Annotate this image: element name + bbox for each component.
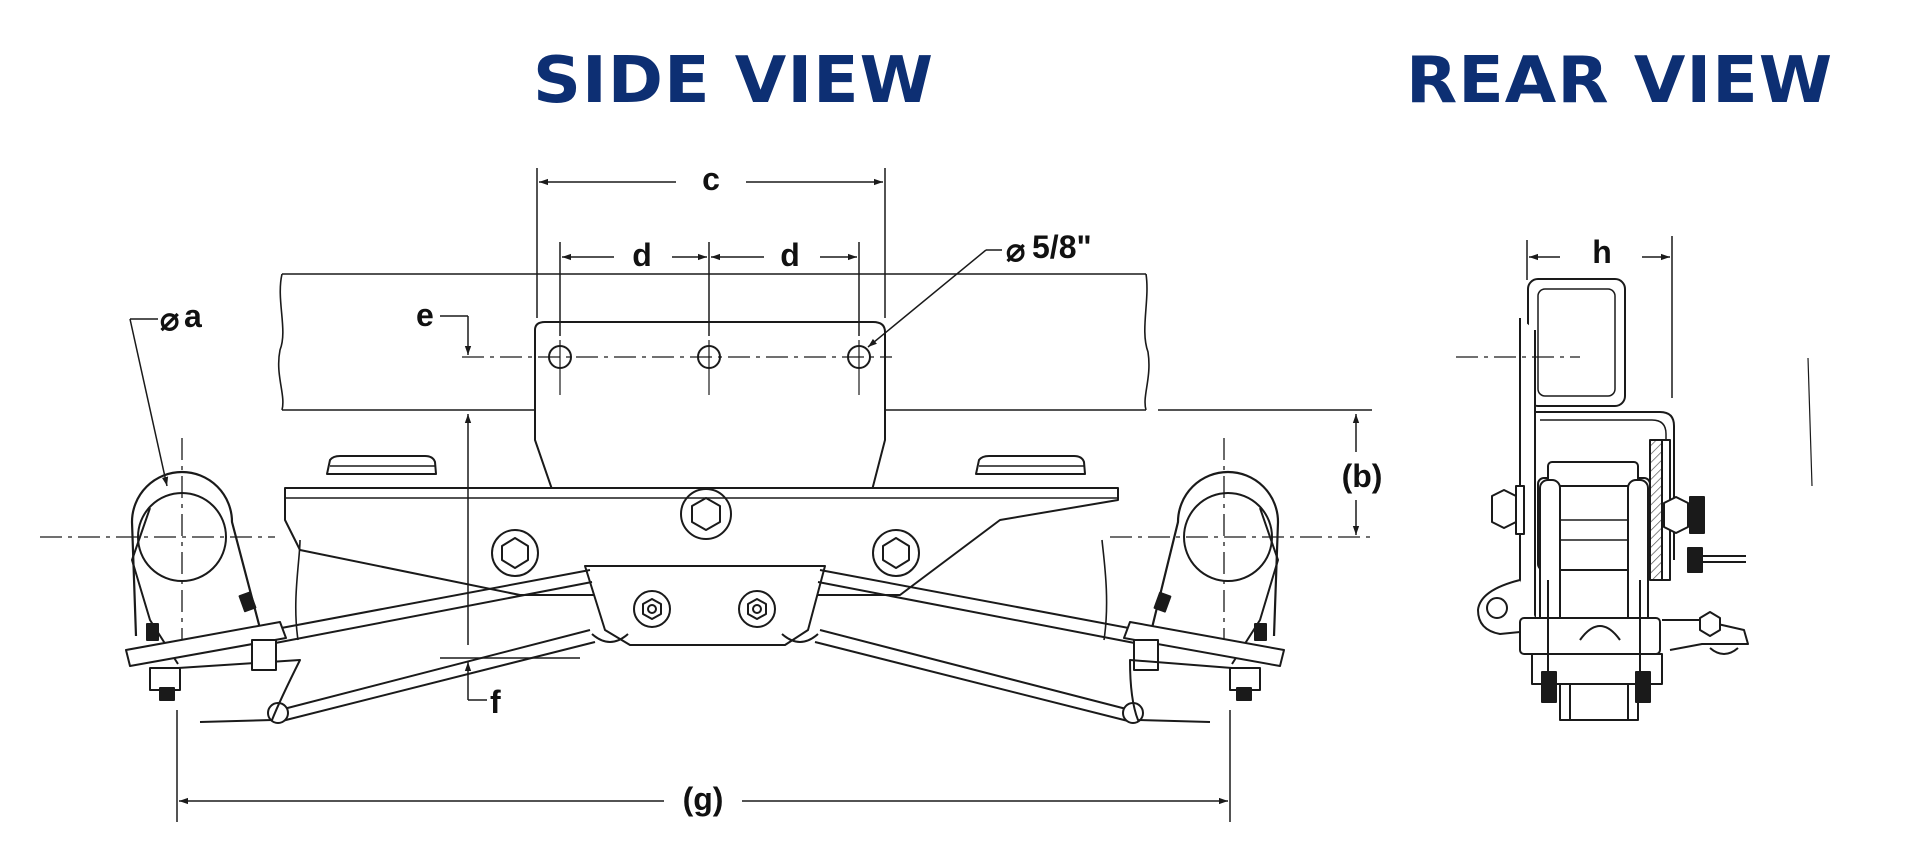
dim-label-g: (g)	[683, 781, 724, 817]
dim-label-a: a	[184, 298, 202, 334]
dim-label-h: h	[1592, 234, 1612, 270]
bump-stop-right	[975, 455, 1086, 475]
side-view	[40, 273, 1372, 724]
right-axle-assembly	[1101, 470, 1285, 723]
radius-rods	[259, 569, 1151, 724]
equalizer-beam	[284, 487, 1119, 596]
left-beam-bolt	[491, 529, 539, 577]
diameter-symbol-a: ⌀	[160, 301, 179, 337]
dim-label-d-right: d	[780, 237, 800, 273]
dim-label-hole-size: 5/8"	[1032, 229, 1092, 265]
right-beam-bolt	[872, 529, 920, 577]
dim-label-e: e	[416, 297, 434, 333]
bump-stop-left	[326, 455, 437, 475]
dim-label-f: f	[490, 684, 501, 720]
left-axle-assembly	[125, 470, 301, 723]
dim-label-c: c	[702, 161, 720, 197]
bracket-bolt-left	[633, 590, 671, 628]
dim-label-b: (b)	[1342, 458, 1383, 494]
rear-view	[1456, 278, 1813, 721]
dim-label-d-left: d	[632, 237, 652, 273]
rear-view-dimensions	[1526, 236, 1673, 398]
diameter-symbol-hole: ⌀	[1006, 232, 1025, 268]
bracket-bolt-right	[738, 590, 776, 628]
frame-tube	[1527, 278, 1626, 407]
rear-view-title: REAR VIEW	[1406, 44, 1834, 118]
center-bracket	[584, 565, 826, 646]
center-pivot-bolt	[680, 488, 732, 540]
side-view-dimensions	[129, 168, 1372, 822]
side-view-title: SIDE VIEW	[533, 44, 935, 118]
